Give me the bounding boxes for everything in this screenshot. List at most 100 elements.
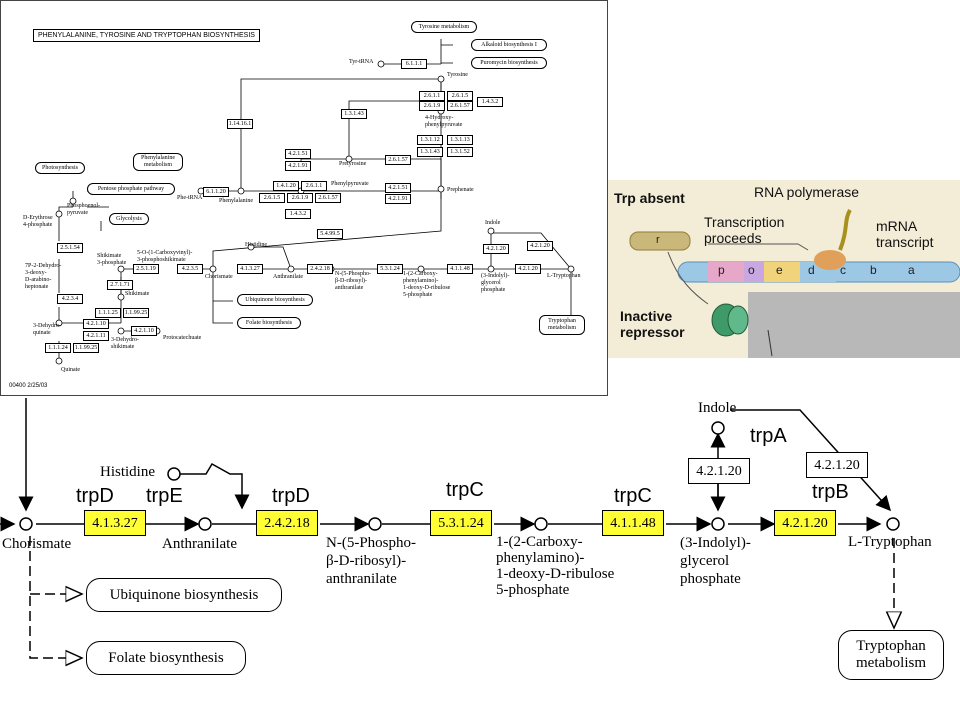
puromycin-box: Puromycin biosynthesis (471, 57, 547, 69)
dna-shadow (748, 292, 960, 358)
histidine-node (167, 467, 181, 481)
rna-polymerase-shape (814, 250, 846, 270)
gene-p-segment (708, 262, 744, 282)
enzyme-e119925b[interactable]: 1.1.99.25 (123, 308, 149, 318)
rna-polymerase-label: RNA polymerase (754, 184, 860, 200)
histidine-label: Histidine (245, 242, 267, 248)
shikimate-label: Shikimate (125, 291, 150, 297)
enzyme-e11124[interactable]: 1.1.1.24 (45, 343, 71, 353)
enzyme-e2619a[interactable]: 2.6.1.9 (419, 101, 445, 111)
enzyme-e13143a[interactable]: 1.3.1.43 (341, 109, 367, 119)
enzyme-e42110a[interactable]: 4.2.1.10 (83, 319, 109, 329)
enzyme-e24218-box[interactable]: 2.4.2.18 (256, 510, 318, 536)
tryptophan-label: L-Tryptophan (848, 534, 932, 550)
enzyme-e2611a[interactable]: 2.6.1.1 (419, 91, 445, 101)
enzyme-e24218[interactable]: 2.4.2.18 (307, 264, 333, 274)
enzyme-e4234[interactable]: 4.2.3.4 (57, 294, 83, 304)
epsp-label: 5-O-(1-Carboxyvinyl)-3-phosphoshikimate (137, 250, 193, 263)
gene-o-segment (744, 262, 764, 282)
indole-label: Indole (698, 400, 737, 416)
enzyme-e42110b[interactable]: 4.2.1.10 (131, 326, 157, 336)
enzyme-e11125[interactable]: 1.1.1.25 (95, 308, 121, 318)
gene-label-trpA: trpA (750, 425, 787, 447)
enzyme-e42191a[interactable]: 4.2.1.91 (285, 161, 311, 171)
dehydroquinate-label: 3-Dehydro-quinate (33, 323, 61, 336)
enzyme-e13113[interactable]: 1.3.1.13 (447, 135, 473, 145)
enzyme-e1432a[interactable]: 1.4.3.2 (477, 97, 503, 107)
enzyme-e13152[interactable]: 1.3.1.52 (447, 147, 473, 157)
enzyme-e119925a[interactable]: 1.1.99.25 (73, 343, 99, 353)
gene-b-label: b (870, 263, 877, 277)
phenylpyruvate-label: Phenylpyruvate (331, 181, 369, 187)
gene-d-label: d (808, 263, 815, 277)
histidine-label: Histidine (100, 464, 155, 480)
enzyme-e26157a[interactable]: 2.6.1.57 (447, 101, 473, 111)
enzyme-e2611b[interactable]: 2.6.1.1 (301, 181, 327, 191)
gene-label-trpB: trpB (812, 481, 849, 503)
enzyme-e42120b[interactable]: 4.2.1.20 (515, 264, 541, 274)
enzyme-e13143b[interactable]: 1.3.1.43 (417, 147, 443, 157)
enzyme-e41148-box[interactable]: 4.1.1.48 (602, 510, 664, 536)
enzyme-e53124[interactable]: 5.3.1.24 (377, 264, 403, 274)
r-gene (629, 231, 691, 251)
enzyme-e42120c[interactable]: 4.2.1.20 (527, 241, 553, 251)
enzyme-e42191b[interactable]: 4.2.1.91 (385, 194, 411, 204)
enzyme-e25154[interactable]: 2.5.1.54 (57, 243, 83, 253)
pretyrosine-label: Pretyrosine (339, 161, 367, 167)
enzyme-e41148[interactable]: 4.1.1.48 (447, 264, 473, 274)
enzyme-e27171[interactable]: 2.7.1.71 (107, 280, 133, 290)
enzyme-e42120_main-box[interactable]: 4.2.1.20 (774, 510, 836, 536)
enzyme-e42120_indole-box[interactable]: 4.2.1.20 (688, 458, 750, 484)
enzyme-e13112[interactable]: 1.3.1.12 (417, 135, 443, 145)
enzyme-e41327-box[interactable]: 4.1.3.27 (84, 510, 146, 536)
enzyme-e4235[interactable]: 4.2.3.5 (177, 264, 203, 274)
enzyme-e26157c[interactable]: 2.6.1.57 (315, 193, 341, 203)
enzyme-e25119[interactable]: 2.5.1.19 (133, 264, 159, 274)
phenylalanine-label: Phenylalanine (219, 198, 253, 204)
enzyme-e42111[interactable]: 4.2.1.11 (83, 331, 109, 341)
ubiquinone-box: Ubiquinone biosynthesis (86, 578, 282, 612)
ubiquinone-box: Ubiquinone biosynthesis (237, 294, 313, 306)
enzyme-e2615b[interactable]: 2.6.1.5 (259, 193, 285, 203)
down-arrow (767, 329, 773, 357)
enzyme-e1412[interactable]: 1.4.1.20 (273, 181, 299, 191)
gene-e-segment (764, 262, 800, 282)
enzyme-e26157b[interactable]: 2.6.1.57 (385, 155, 411, 165)
cdrp-node (534, 517, 548, 531)
pentose-box: Pentose phosphate pathway (87, 183, 175, 195)
chorismate-node (19, 517, 33, 531)
pathway-footer: 00400 2/25/03 (9, 383, 48, 389)
enzyme-e2615a[interactable]: 2.6.1.5 (447, 91, 473, 101)
dahp-label: 7P-2-Dehydro-3-deoxy-D-arabino-heptonate (25, 263, 62, 290)
glycolysis-box: Glycolysis (109, 213, 149, 225)
protocatechuate-label: Protocatechuate (163, 335, 202, 341)
anthranilate-label: Anthranilate (162, 536, 237, 552)
enzyme-e42120_side-box[interactable]: 4.2.1.20 (806, 452, 868, 478)
enzyme-e6112[interactable]: 6.1.1.20 (203, 187, 229, 197)
enzyme-e54995[interactable]: 5.4.99.5 (317, 229, 343, 239)
enzyme-e42151b[interactable]: 4.2.1.51 (385, 183, 411, 193)
enzyme-e42120a[interactable]: 4.2.1.20 (483, 244, 509, 254)
transcription-arrow (708, 243, 809, 251)
folate-box: Folate biosynthesis (86, 641, 246, 675)
enzyme-e2619b[interactable]: 2.6.1.9 (287, 193, 313, 203)
gene-c-label: c (840, 263, 846, 277)
anthranilate-label: Anthranilate (273, 274, 303, 280)
repressor-arrow (667, 251, 709, 305)
gene-e-label: e (776, 263, 783, 277)
enzyme-e114161[interactable]: 1.14.16.1 (227, 119, 253, 129)
enzyme-e6111[interactable]: 6.1.1.1 (401, 59, 427, 69)
enzyme-e41327[interactable]: 4.1.3.27 (237, 264, 263, 274)
enzyme-e53124-box[interactable]: 5.3.1.24 (430, 510, 492, 536)
enzyme-e42151a[interactable]: 4.2.1.51 (285, 149, 311, 159)
pathway-overview-panel: PHENYLALANINE, TYROSINE AND TRYPTOPHAN B… (0, 0, 608, 396)
enzyme-e1432b[interactable]: 1.4.3.2 (285, 209, 311, 219)
photosynthesis-box: Photosynthesis (35, 162, 85, 174)
gene-label-trpE: trpE (146, 485, 183, 507)
pathway-title: PHENYLALANINE, TYROSINE AND TRYPTOPHAN B… (33, 29, 260, 42)
